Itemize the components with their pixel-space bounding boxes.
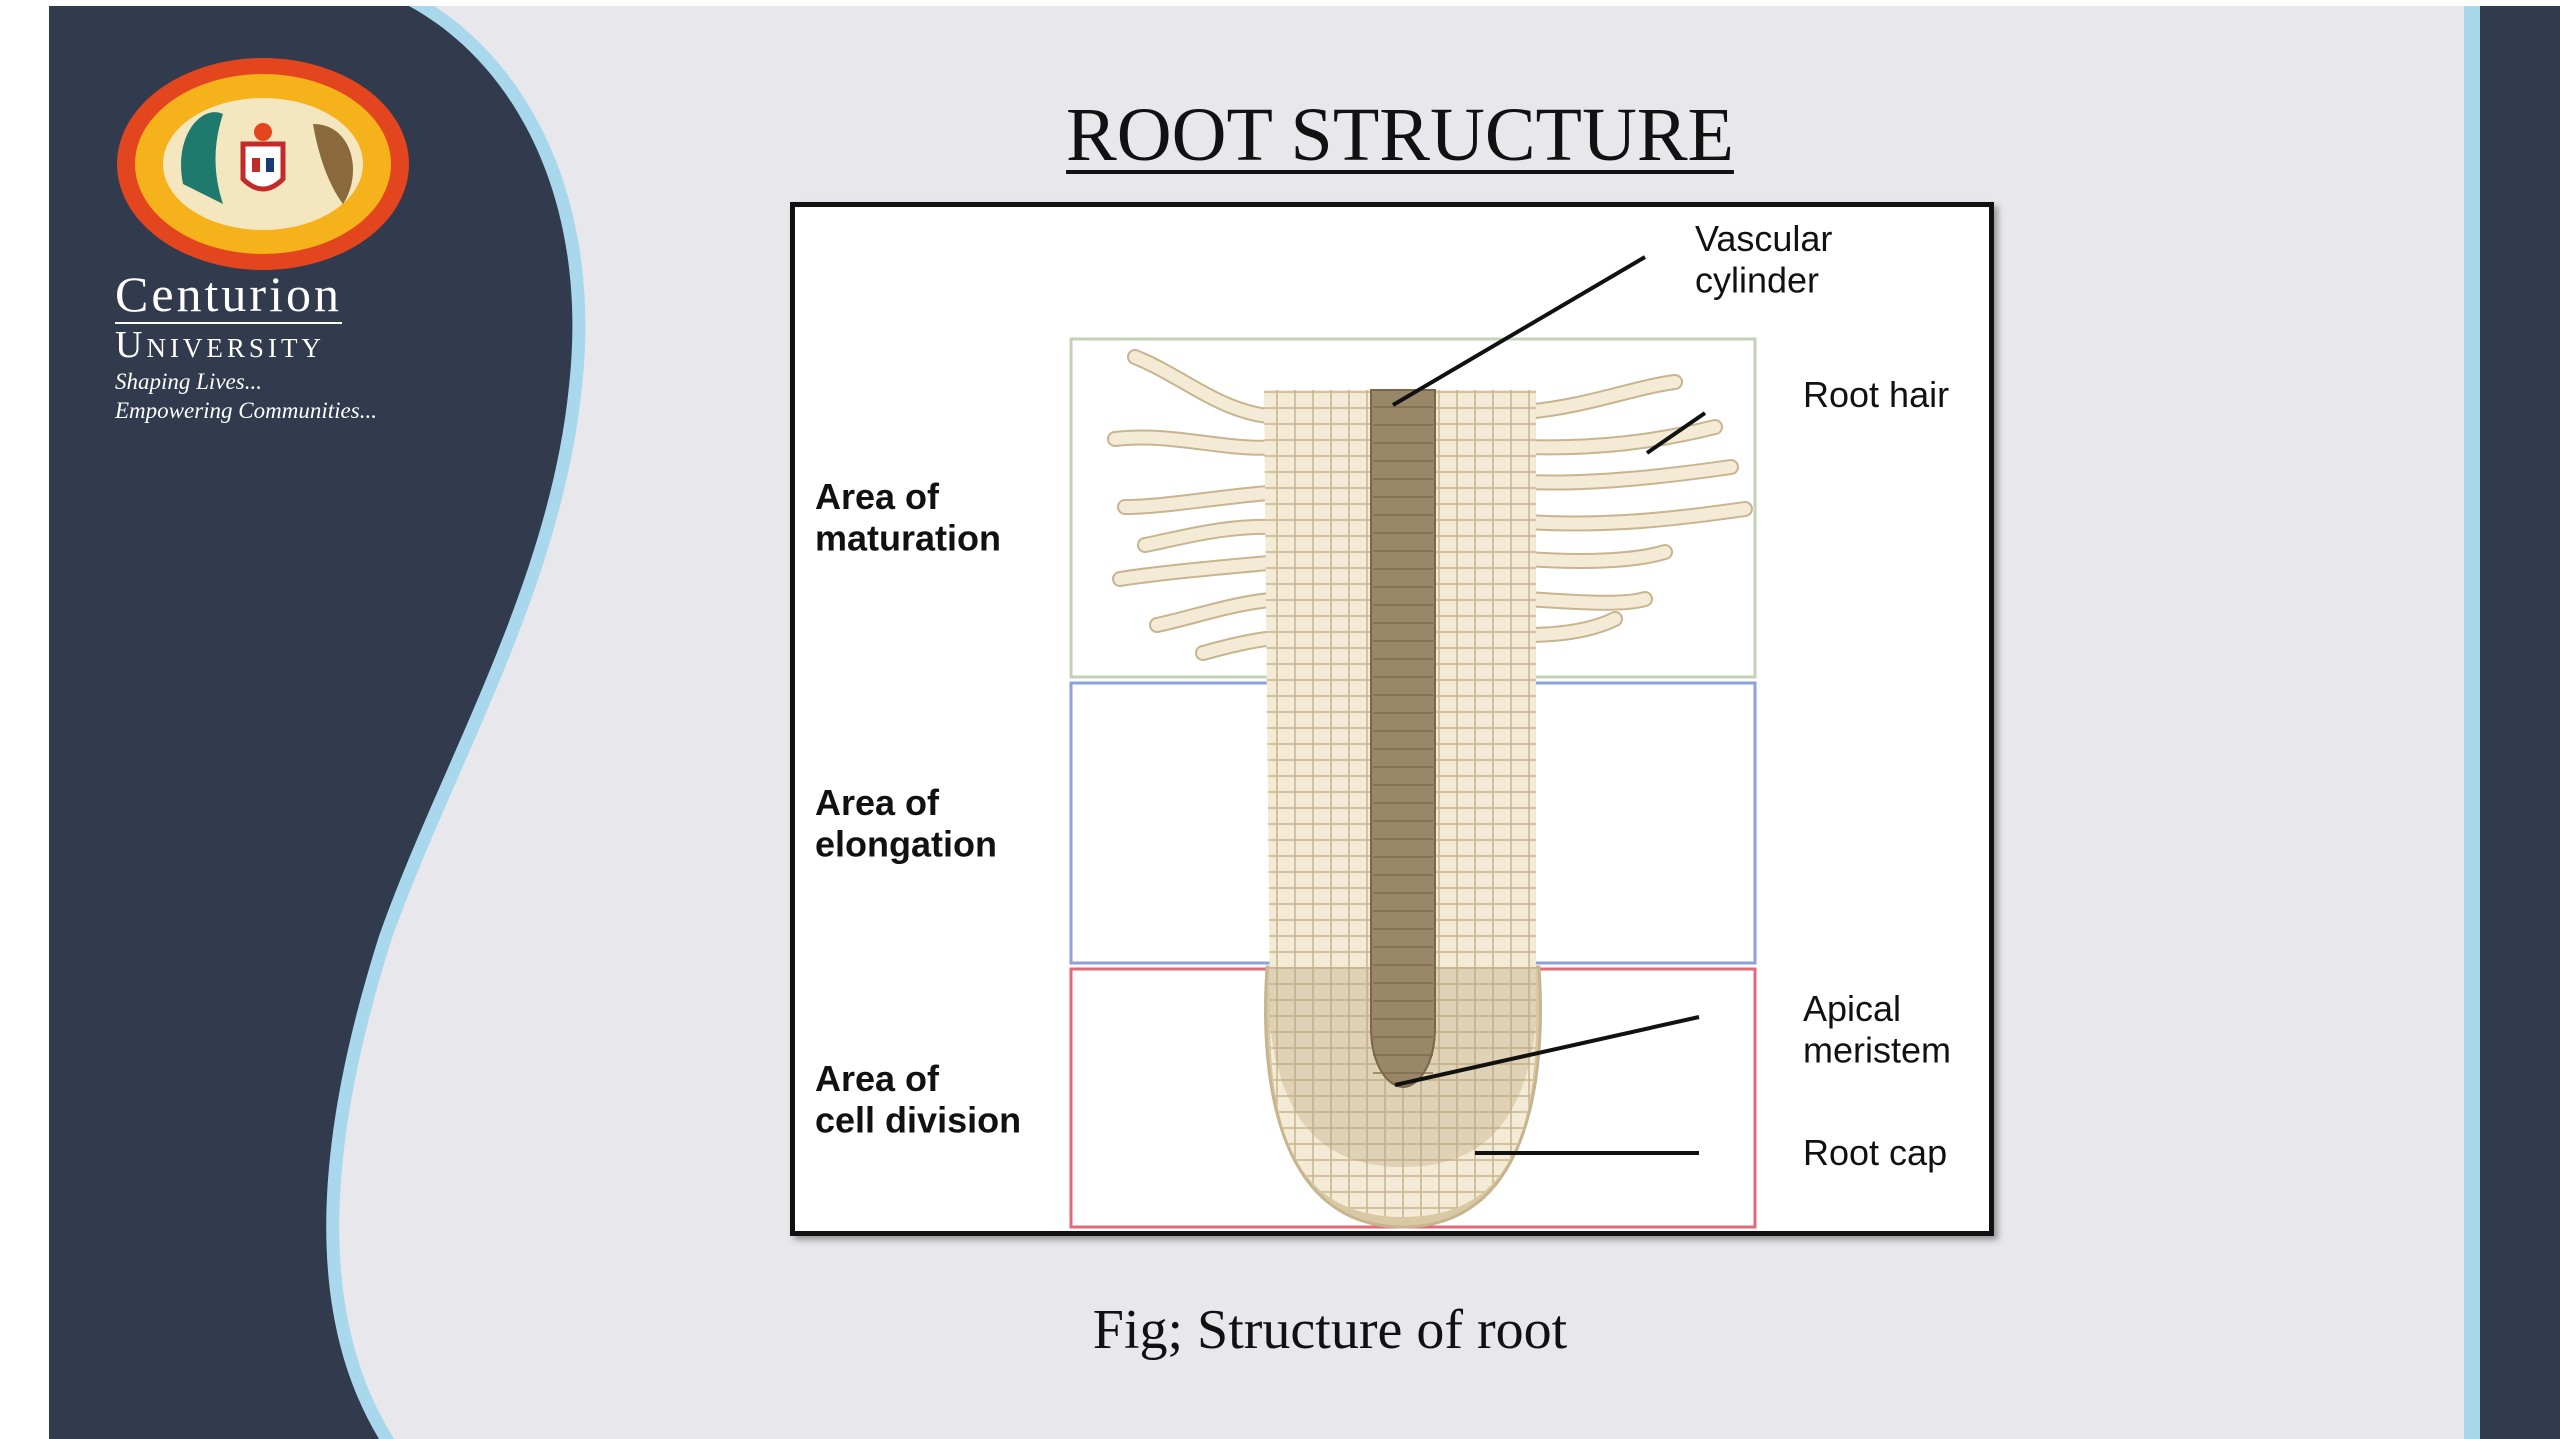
root-hair-fill	[1521, 461, 1737, 489]
root-hair-fill	[1119, 486, 1285, 513]
root-hair-fill	[1521, 593, 1651, 609]
label-area-elongation-line: Area of	[815, 782, 940, 823]
label-vascular-cylinder-line: cylinder	[1695, 259, 1819, 300]
pointer-vascular-cylinder	[1391, 255, 1647, 407]
university-name-line2: University	[115, 324, 325, 366]
label-apical-meristem-line: meristem	[1803, 1029, 1951, 1070]
label-root-hair: Root hair	[1803, 374, 1949, 415]
label-apical-meristem-line: Apical	[1803, 988, 1901, 1029]
pointer-root-hair	[1645, 411, 1707, 455]
root-hair-fill	[1521, 503, 1751, 530]
tagline-line1: Shaping Lives...	[115, 369, 262, 394]
root-hair-fill	[1109, 431, 1287, 454]
label-area-cell-division-line: Area of	[815, 1058, 940, 1099]
slide-title: ROOT STRUCTURE	[1066, 93, 1734, 177]
left-panel-wave	[49, 6, 586, 1439]
right-accent-bar	[2464, 6, 2480, 1439]
right-dark-bar	[2480, 6, 2560, 1439]
label-area-maturation-line: Area of	[815, 476, 940, 517]
root-hair-fill	[1129, 351, 1289, 423]
root-hair-fill	[1521, 421, 1721, 454]
label-root-cap: Root cap	[1803, 1132, 1947, 1173]
root-hair-fill	[1519, 376, 1681, 418]
university-name-line1: Centurion	[115, 266, 342, 324]
tagline-line2: Empowering Communities...	[115, 398, 377, 423]
label-vascular-cylinder-line: Vascular	[1695, 218, 1832, 259]
label-area-elongation-line: elongation	[815, 823, 997, 864]
root-hair-fill	[1519, 613, 1621, 641]
university-logo	[117, 58, 409, 270]
pointer-apical-meristem	[1394, 1015, 1700, 1087]
root-hair-fill	[1521, 546, 1671, 567]
root-hair-fill	[1151, 593, 1287, 631]
vascular-cylinder	[1370, 389, 1436, 1089]
university-name: Centurion University Shaping Lives... Em…	[115, 268, 377, 424]
root-hair-fill	[1114, 556, 1285, 585]
label-root-hair-line: Root hair	[1803, 374, 1949, 415]
label-area-cell-division-line: cell division	[815, 1099, 1021, 1140]
label-root-cap-line: Root cap	[1803, 1132, 1947, 1173]
label-area-maturation-line: maturation	[815, 517, 1001, 558]
root-hair-fill	[1139, 520, 1285, 551]
figure-caption: Fig; Structure of root	[1092, 1299, 1568, 1361]
